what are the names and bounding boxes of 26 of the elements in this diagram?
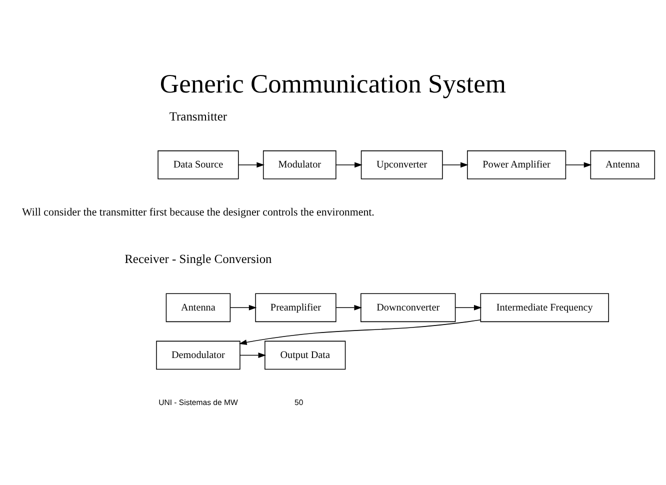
arrow [336,304,362,310]
node-box: Modulator [262,150,336,180]
node-box: Intermediate Frequency [480,293,609,322]
node-box: Antenna [590,150,656,180]
node-box: Upconverter [360,150,443,180]
node-box: Data Source [158,150,239,180]
label: UNI - Sistemas de MW [158,398,238,407]
arrow [238,320,482,345]
arrow [336,162,362,168]
label: 50 [294,398,304,407]
arrow [565,162,592,168]
node-box: Antenna [166,293,231,322]
arrow [455,304,482,310]
node-box: Demodulator [156,340,240,370]
node-box: Downconverter [360,293,456,322]
diagram-title: Generic Communication System [160,68,506,98]
arrow [240,352,266,358]
node-box: Power Amplifier [467,150,566,180]
label: Transmitter [169,109,228,124]
arrow [230,304,257,310]
label: Receiver - Single Conversion [124,252,272,266]
arrow [442,162,468,168]
label: Will consider the transmitter first because the designer controls the environment. [22,206,374,218]
node-box: Output Data [264,340,346,370]
arrow [238,162,264,168]
node-box: Preamplifier [255,293,336,322]
